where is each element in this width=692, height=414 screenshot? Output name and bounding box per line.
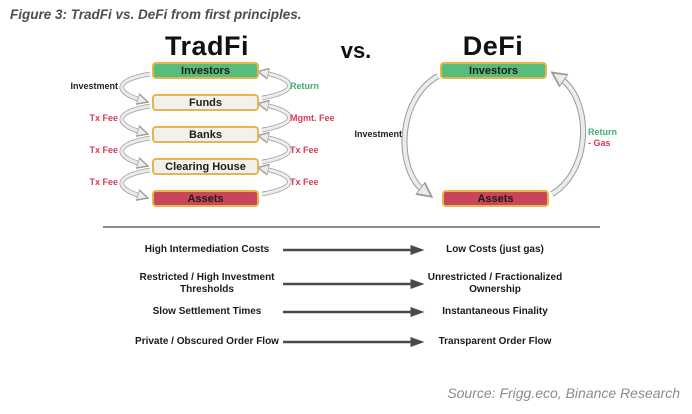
tradfi-label-txfee-4: Tx Fee: [290, 145, 319, 155]
comparison-left-3: Slow Settlement Times: [152, 306, 262, 317]
tradfi-box-investors: Investors: [152, 62, 259, 79]
section-divider: [103, 226, 600, 228]
defi-box-investors: Investors: [440, 62, 547, 79]
figure-title: Figure 3: TradFi vs. DeFi from first pri…: [10, 7, 302, 22]
vs-label: vs.: [340, 38, 372, 63]
tradfi-label-txfee-3: Tx Fee: [89, 177, 118, 187]
tradfi-box-assets: Assets: [152, 190, 259, 207]
source-attribution: Source: Frigg.eco, Binance Research: [447, 385, 680, 401]
comparison-left-1: High Intermediation Costs: [144, 244, 270, 255]
comparison-right-3: Instantaneous Finality: [442, 306, 548, 317]
defi-box-assets: Assets: [442, 190, 549, 207]
tradfi-heading: TradFi: [164, 31, 249, 61]
tradfi-up-arrow-icons: [262, 73, 292, 197]
tradfi-label-txfee-5: Tx Fee: [290, 177, 319, 187]
tradfi-label-mgmt-fee: Mgmt. Fee: [290, 113, 335, 123]
comparison-left-2: Restricted / High Investment Thresholds: [139, 272, 275, 295]
comparison-right-1: Low Costs (just gas): [446, 244, 544, 255]
tradfi-label-txfee-2: Tx Fee: [89, 145, 118, 155]
defi-label-return: Return: [588, 127, 617, 137]
tradfi-box-banks: Banks: [152, 126, 259, 143]
tradfi-label-return: Return: [290, 81, 319, 91]
comparison-right-4: Transparent Order Flow: [438, 336, 552, 347]
tradfi-label-investment: Investment: [70, 81, 118, 91]
comparison-right-2: Unrestricted / Fractionalized Ownership: [427, 272, 563, 295]
comparison-arrow-icons: [283, 245, 425, 347]
comparison-left-4: Private / Obscured Order Flow: [135, 336, 279, 347]
defi-label-gas: - Gas: [588, 138, 611, 148]
defi-cycle-arrow-icons: [401, 76, 587, 194]
defi-label-investment: Investment: [354, 129, 402, 139]
tradfi-down-arrow-icons: [119, 71, 151, 196]
tradfi-label-txfee-1: Tx Fee: [89, 113, 118, 123]
tradfi-box-clearing-house: Clearing House: [152, 158, 259, 175]
defi-heading: DeFi: [462, 31, 524, 61]
tradfi-box-funds: Funds: [152, 94, 259, 111]
